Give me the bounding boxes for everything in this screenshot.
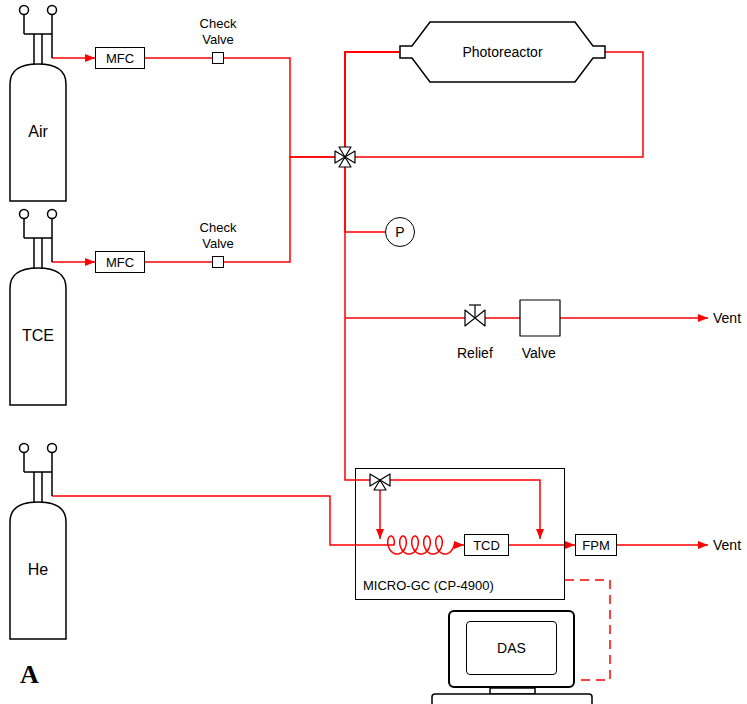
keyboard	[432, 694, 592, 704]
bypass-pipe	[389, 480, 540, 539]
flow-controller: MFC	[95, 251, 145, 273]
gauge-label: P	[395, 224, 404, 240]
gc-housing: MICRO-GC (CP-4900) TCD	[355, 468, 565, 600]
cylinder-label: Air	[28, 123, 48, 140]
vent-label: Vent	[713, 536, 741, 554]
flow-controller: MFC	[95, 47, 145, 69]
cylinder-label: He	[28, 561, 48, 578]
pressure-gauge: P	[385, 217, 415, 247]
box-label: TCD	[473, 538, 500, 553]
sample-pipe	[355, 479, 371, 481]
relief-valve-symbol	[465, 300, 560, 336]
gas-line	[145, 57, 212, 59]
cylinder-outline	[8, 440, 68, 640]
box-label: MFC	[106, 51, 134, 66]
cylinder-outline	[8, 206, 68, 406]
gas-line	[52, 496, 464, 554]
injection-pipe	[379, 489, 381, 539]
box-label: FPM	[582, 538, 609, 553]
vent-label: Vent	[713, 309, 741, 327]
gas-line	[345, 52, 400, 232]
gas-line	[145, 261, 212, 263]
cylinder-label: TCE	[22, 327, 54, 344]
gas-line	[52, 57, 95, 59]
reactor-body	[400, 22, 605, 82]
flow-meter: FPM	[575, 534, 617, 556]
cylinder-body	[10, 502, 66, 639]
gas-line	[224, 52, 400, 157]
valve-label: Check Valve	[200, 220, 237, 251]
relief-pipe	[345, 317, 465, 319]
valve-knob	[20, 210, 29, 219]
relief-valve-body	[520, 300, 560, 336]
valve-knob	[20, 444, 29, 453]
sampling-valve	[370, 474, 390, 490]
valve-knob	[48, 6, 57, 15]
cylinder-valve	[24, 219, 52, 269]
reactor-label: Photoreactor	[462, 44, 542, 60]
cylinder-outline	[8, 2, 68, 202]
cylinder-body	[10, 64, 66, 201]
valve-knob	[20, 6, 29, 15]
monitor-stand	[490, 688, 535, 694]
detector-box: TCD	[464, 534, 509, 556]
valve-knob	[48, 210, 57, 219]
pipe-lines	[345, 318, 708, 545]
check-valve: Check Valve	[212, 52, 224, 64]
gas-cylinder: TCE	[8, 206, 68, 406]
vent-pipe	[617, 544, 708, 546]
valve-knob	[48, 444, 57, 453]
vent-pipe	[560, 317, 708, 319]
part-label: Relief Valve	[457, 344, 556, 362]
photoreactor: Photoreactor	[400, 22, 605, 82]
check-valve: Check Valve	[212, 256, 224, 268]
gas-line	[52, 261, 95, 263]
cylinder-valve	[24, 453, 52, 503]
gas-line	[509, 544, 575, 546]
housing-label: MICRO-GC (CP-4900)	[363, 578, 494, 593]
monitor-screen: DAS	[466, 621, 557, 675]
relief-pipe	[485, 317, 520, 319]
gas-cylinder: He	[8, 440, 68, 640]
computer-monitor: DAS	[448, 610, 575, 688]
box-label: MFC	[106, 255, 134, 270]
screen-label: DAS	[497, 640, 526, 656]
cylinder-body	[10, 268, 66, 405]
cylinder-valve	[24, 15, 52, 65]
gas-cylinder: Air	[8, 2, 68, 202]
computer-base	[432, 688, 592, 704]
multiport-valve	[335, 147, 355, 167]
valve-label: Check Valve	[200, 16, 237, 47]
panel-letter: A	[20, 660, 39, 690]
gas-line	[345, 52, 643, 480]
